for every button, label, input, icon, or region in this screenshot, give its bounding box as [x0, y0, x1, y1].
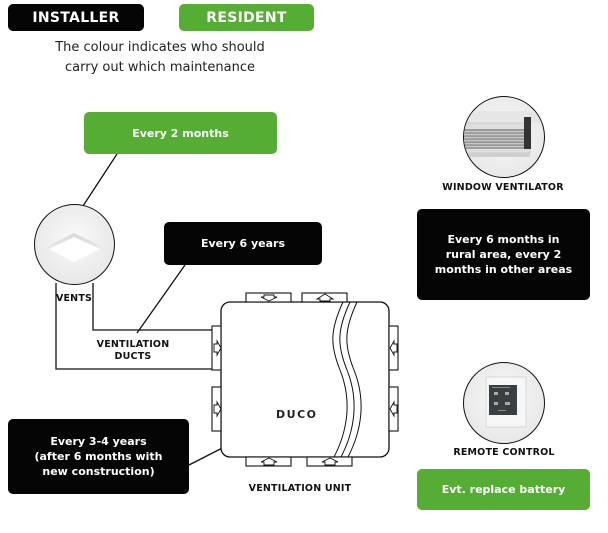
legend-caption-line1: The colour indicates who should	[55, 40, 265, 55]
arrow-down-icon	[260, 294, 278, 302]
arrow-left-icon	[389, 400, 398, 418]
legend-resident: RESIDENT	[179, 4, 314, 31]
ducts-label: VENTILATION DUCTS	[88, 339, 178, 363]
legend-caption-line2: carry out which maintenance	[65, 60, 255, 75]
ceiling-vent-icon	[46, 233, 103, 262]
remote-control-image	[463, 362, 545, 444]
window-ventilator-interval-line1: Every 6 months in	[447, 233, 560, 246]
arrow-right-icon	[213, 400, 222, 418]
duct-inner-line	[92, 283, 212, 331]
legend-caption: The colour indicates who should carry ou…	[20, 38, 300, 78]
window-ventilator-icon	[464, 111, 544, 157]
ducts-label-line1: VENTILATION	[96, 339, 170, 350]
vents-label: VENTS	[55, 293, 93, 304]
unit-interval-box: Every 3-4 years (after 6 months with new…	[8, 419, 189, 494]
unit-interval-line2: (after 6 months with	[34, 450, 163, 463]
window-ventilator-interval-line3: months in other areas	[434, 263, 573, 276]
window-ventilator-image	[463, 96, 545, 178]
vents-image	[34, 204, 115, 285]
window-ventilator-interval-box: Every 6 months in rural area, every 2 mo…	[417, 209, 590, 300]
unit-label: VENTILATION UNIT	[248, 483, 352, 494]
remote-control-icon	[485, 376, 527, 428]
leader-vents	[82, 153, 118, 207]
remote-control-label: REMOTE CONTROL	[453, 447, 555, 458]
arrow-right-icon	[213, 339, 222, 357]
ducts-label-line2: DUCTS	[114, 351, 152, 362]
vents-interval-text: Every 2 months	[132, 126, 229, 140]
unit-interval-line1: Every 3-4 years	[50, 435, 147, 448]
unit-brand-logo: DUCO	[276, 408, 318, 421]
arrow-up-icon	[315, 293, 335, 302]
legend-installer-label: INSTALLER	[32, 9, 120, 26]
unit-interval-line3: new construction)	[42, 465, 155, 478]
arrow-up-icon	[260, 457, 278, 466]
vents-interval-box: Every 2 months	[84, 112, 277, 154]
window-ventilator-interval-line2: rural area, every 2	[445, 248, 562, 261]
ventilation-unit-drawing	[211, 292, 399, 467]
legend-installer: INSTALLER	[8, 4, 144, 31]
remote-control-interval-box: Evt. replace battery	[417, 469, 590, 510]
ducts-interval-box: Every 6 years	[164, 222, 322, 265]
arrow-left-icon	[389, 339, 398, 357]
leader-ducts	[136, 264, 186, 334]
ducts-interval-text: Every 6 years	[200, 237, 286, 250]
legend-resident-label: RESIDENT	[206, 9, 287, 26]
arrow-up-icon	[321, 457, 339, 466]
remote-control-interval-text: Evt. replace battery	[441, 483, 566, 496]
duct-outer-line	[55, 283, 212, 370]
window-ventilator-label: WINDOW VENTILATOR	[442, 182, 564, 193]
